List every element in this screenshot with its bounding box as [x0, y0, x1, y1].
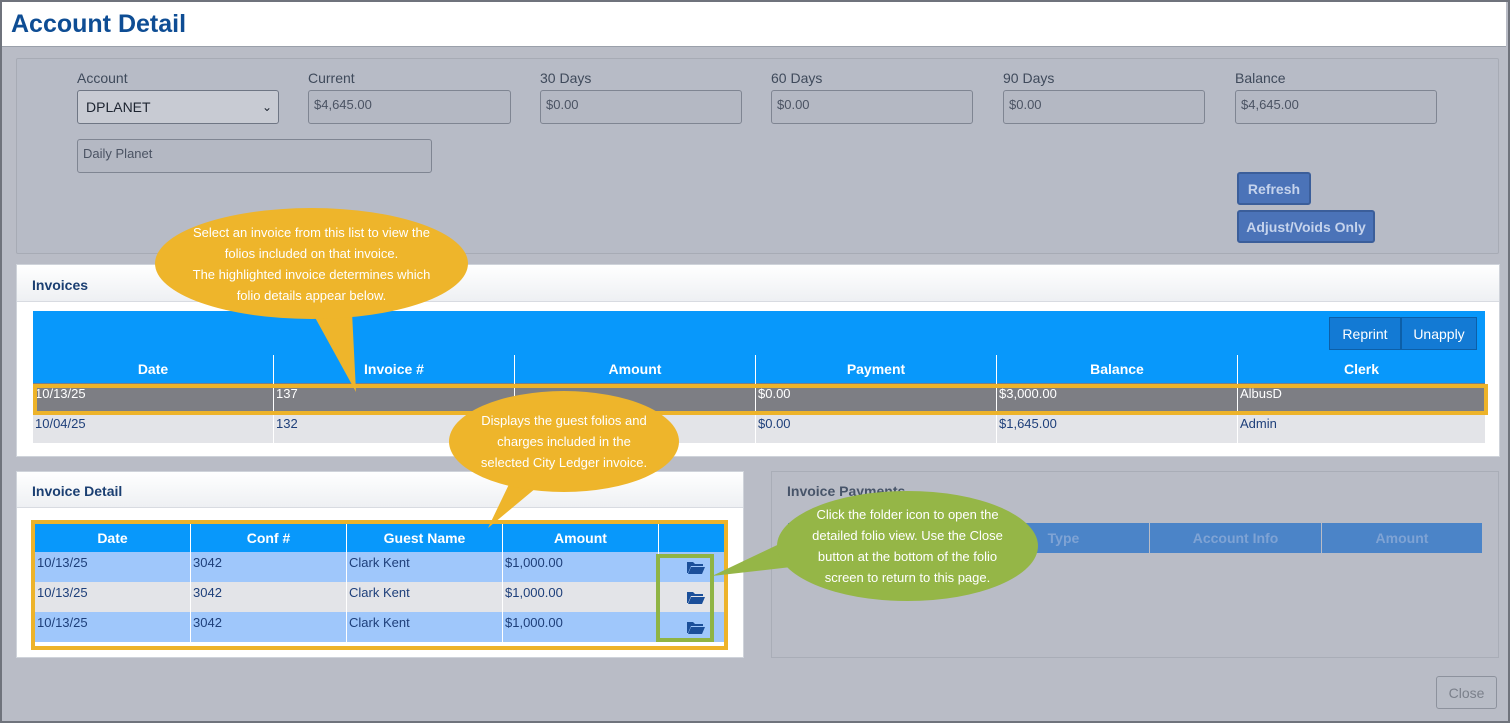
cell-conf-number: 3042 [191, 582, 347, 612]
reprint-button[interactable]: Reprint [1329, 317, 1401, 350]
cell-date: 10/13/25 [35, 612, 191, 642]
col-clerk[interactable]: Clerk [1343, 361, 1380, 377]
cell-actions [659, 582, 725, 612]
cell-payment: $0.00 [756, 413, 997, 443]
invoices-grid-header: Date Invoice # Amount Payment Balance Cl… [33, 355, 1485, 383]
table-row[interactable]: 10/13/25 137 $0.00 $3,000.00 AlbusD [33, 383, 1485, 413]
table-row[interactable]: 10/13/25 3042 Clark Kent $1,000.00 [35, 612, 725, 642]
refresh-button[interactable]: Refresh [1237, 172, 1311, 205]
folder-open-icon[interactable] [687, 621, 705, 634]
table-row[interactable]: 10/13/25 3042 Clark Kent $1,000.00 [35, 582, 725, 612]
days90-label: 90 Days [1003, 70, 1055, 86]
col-balance[interactable]: Balance [997, 355, 1238, 383]
callout-detail: Displays the guest folios and charges in… [449, 391, 679, 492]
cell-actions [659, 612, 725, 642]
cell-amount [515, 413, 756, 443]
days60-label: 60 Days [771, 70, 823, 86]
folder-open-icon[interactable] [687, 591, 705, 604]
col-account-info[interactable]: Account Info [1150, 523, 1322, 553]
cell-balance: $1,645.00 [997, 413, 1238, 443]
chevron-down-icon: ⌄ [261, 100, 272, 114]
days60-field[interactable]: $0.00 [771, 90, 973, 124]
account-select[interactable]: DPLANET ⌄ [77, 90, 279, 124]
account-name-field[interactable]: Daily Planet [77, 139, 432, 173]
days30-label: 30 Days [540, 70, 592, 86]
callout-tail-invoices [312, 312, 356, 392]
cell-payment: $0.00 [756, 383, 997, 413]
cell-conf-number: 3042 [191, 552, 347, 582]
col-guest-name[interactable]: Guest Name [347, 524, 503, 552]
col-payment[interactable]: Payment [756, 355, 997, 383]
cell-amount [515, 383, 756, 413]
days90-field[interactable]: $0.00 [1003, 90, 1205, 124]
col-type[interactable]: Type [978, 523, 1150, 553]
close-button[interactable]: Close [1436, 676, 1497, 709]
table-row[interactable]: 10/13/25 3042 Clark Kent $1,000.00 [35, 552, 725, 582]
callout-tail-detail [488, 478, 548, 528]
col-date[interactable]: Date [35, 524, 191, 552]
col-amount[interactable]: Amount [1375, 530, 1429, 546]
folder-open-icon[interactable] [687, 561, 705, 574]
detail-grid-header: Date Conf # Guest Name Amount [35, 524, 725, 552]
balance-label: Balance [1235, 70, 1286, 86]
invoice-detail-panel: Invoice Detail Date Conf # Guest Name Am… [16, 471, 744, 658]
cell-guest-name: Clark Kent [347, 612, 503, 642]
col-amount[interactable]: Amount [515, 355, 756, 383]
cell-guest-name: Clark Kent [347, 552, 503, 582]
col-date[interactable]: Date [33, 355, 274, 383]
cell-date: 10/13/25 [35, 552, 191, 582]
current-label: Current [308, 70, 355, 86]
cell-actions [659, 552, 725, 582]
cell-date: 10/04/25 [33, 413, 274, 443]
callout-detail-text: Displays the guest folios and charges in… [480, 413, 648, 470]
callout-folder-text: Click the folder icon to open the detail… [812, 507, 1003, 585]
days30-field[interactable]: $0.00 [540, 90, 742, 124]
cell-clerk: Admin [1240, 416, 1277, 431]
account-select-value: DPLANET [86, 99, 151, 115]
invoices-toolbar: Reprint Unapply [33, 311, 1485, 355]
col-conf-number[interactable]: Conf # [191, 524, 347, 552]
cell-guest-name: Clark Kent [347, 582, 503, 612]
cell-clerk: AlbusD [1240, 386, 1282, 401]
invoice-detail-title: Invoice Detail [32, 483, 123, 499]
col-amount[interactable]: Amount [503, 524, 659, 552]
col-invoice-number[interactable]: Invoice # [274, 355, 515, 383]
invoices-title: Invoices [32, 277, 89, 293]
title-bar: Account Detail [2, 2, 1506, 47]
adjust-voids-button[interactable]: Adjust/Voids Only [1237, 210, 1375, 243]
callout-invoices: Select an invoice from this list to view… [155, 208, 468, 319]
callout-invoices-line1: Select an invoice from this list to view… [193, 224, 430, 261]
unapply-button[interactable]: Unapply [1401, 317, 1477, 350]
account-label: Account [77, 70, 128, 86]
cell-balance: $3,000.00 [997, 383, 1238, 413]
table-row[interactable]: 10/04/25 132 $0.00 $1,645.00 Admin [33, 413, 1485, 443]
balance-field[interactable]: $4,645.00 [1235, 90, 1437, 124]
callout-invoices-line2: The highlighted invoice determines which… [192, 266, 431, 303]
cell-date: 10/13/25 [35, 582, 191, 612]
cell-conf-number: 3042 [191, 612, 347, 642]
callout-folder: Click the folder icon to open the detail… [777, 491, 1038, 601]
cell-date: 10/13/25 [33, 383, 274, 413]
current-field[interactable]: $4,645.00 [308, 90, 511, 124]
page-title: Account Detail [11, 10, 187, 38]
